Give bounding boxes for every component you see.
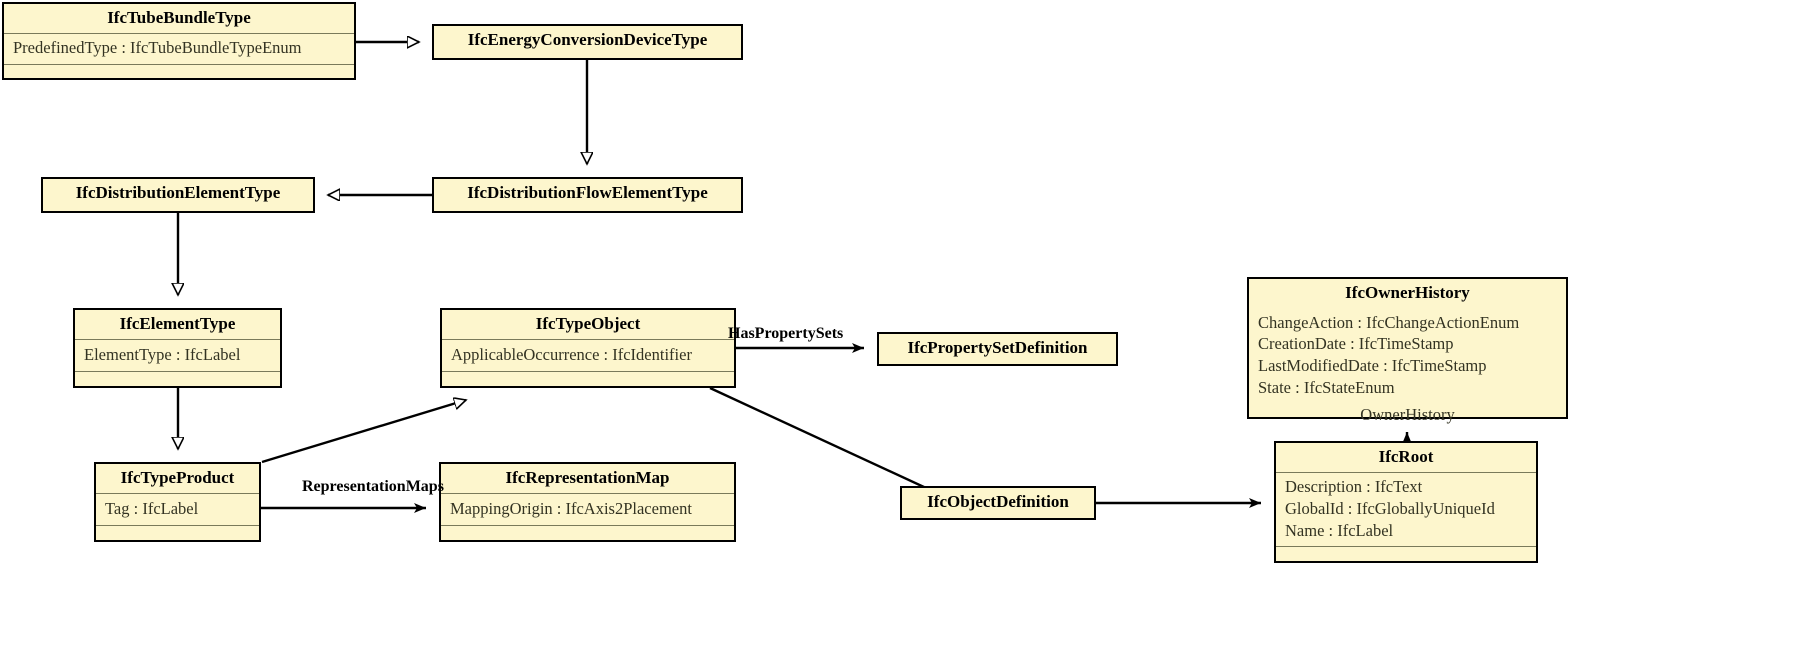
class-title: IfcEnergyConversionDeviceType [467, 30, 708, 49]
uml-class-ifcobjectdefinition[interactable]: IfcObjectDefinition [900, 486, 1096, 520]
class-attribute: ElementType : IfcLabel [84, 344, 241, 364]
class-operations-compartment [4, 64, 354, 78]
uml-class-ifcenergyconversiondevicetype[interactable]: IfcEnergyConversionDeviceType [432, 24, 743, 60]
uml-class-ifcdistributionflowelementtype[interactable]: IfcDistributionFlowElementType [432, 177, 743, 213]
class-attribute: GlobalId : IfcGloballyUniqueId [1285, 498, 1495, 518]
class-title: IfcTypeProduct [120, 468, 235, 487]
class-operations-compartment [75, 372, 280, 386]
class-title: IfcRoot [1378, 447, 1434, 466]
class-separator [1276, 471, 1536, 473]
class-title: IfcTubeBundleType [107, 8, 251, 27]
class-separator [96, 492, 259, 494]
class-title: IfcRepresentationMap [505, 468, 670, 487]
class-operations-compartment [441, 526, 734, 540]
class-separator [75, 370, 280, 372]
label-representationmaps: RepresentationMaps [302, 478, 444, 495]
class-attribute: ApplicableOccurrence : IfcIdentifier [451, 344, 692, 364]
class-attributes: ElementType : IfcLabel [75, 340, 280, 371]
class-operations-compartment [442, 372, 734, 386]
uml-class-ifcpropertysetdefinition[interactable]: IfcPropertySetDefinition [877, 332, 1118, 366]
class-title: IfcDistributionFlowElementType [467, 183, 708, 202]
class-attribute: PredefinedType : IfcTubeBundleTypeEnum [13, 37, 302, 57]
class-footer-role: OwnerHistory [1360, 404, 1455, 424]
class-attribute: LastModifiedDate : IfcTimeStamp [1258, 356, 1487, 376]
class-title: IfcObjectDefinition [927, 492, 1069, 511]
class-operations-compartment [1276, 547, 1536, 561]
class-title: IfcElementType [119, 314, 236, 333]
class-attribute: Name : IfcLabel [1285, 520, 1394, 540]
label-haspropertysets: HasPropertySets [728, 325, 844, 342]
class-separator [75, 338, 280, 340]
class-separator [442, 370, 734, 372]
class-separator [441, 524, 734, 526]
class-title: IfcPropertySetDefinition [907, 338, 1088, 357]
class-attributes: Tag : IfcLabel [96, 494, 259, 525]
class-operations-compartment [96, 526, 259, 540]
class-title: IfcDistributionElementType [75, 183, 281, 202]
class-attribute: Tag : IfcLabel [105, 498, 199, 518]
class-attribute: MappingOrigin : IfcAxis2Placement [450, 498, 692, 518]
class-attributes: MappingOrigin : IfcAxis2Placement [441, 494, 734, 525]
class-attributes: ApplicableOccurrence : IfcIdentifier [442, 340, 734, 371]
class-title: IfcTypeObject [535, 314, 641, 333]
edge-typeproduct-to-typeobject [261, 400, 466, 464]
class-attribute: CreationDate : IfcTimeStamp [1258, 334, 1454, 354]
class-attribute: Description : IfcText [1285, 477, 1423, 497]
class-separator [1276, 546, 1536, 547]
class-attribute: ChangeAction : IfcChangeActionEnum [1258, 312, 1520, 332]
uml-class-ifcdistributionelementtype[interactable]: IfcDistributionElementType [41, 177, 315, 213]
class-title: IfcOwnerHistory [1345, 283, 1470, 302]
class-attributes: PredefinedType : IfcTubeBundleTypeEnum [4, 33, 354, 64]
edge-typeobject-to-objectdefinition [709, 386, 953, 502]
class-separator [442, 338, 734, 340]
class-separator [441, 492, 734, 494]
class-attribute: State : IfcStateEnum [1258, 377, 1395, 397]
class-separator [96, 524, 259, 526]
